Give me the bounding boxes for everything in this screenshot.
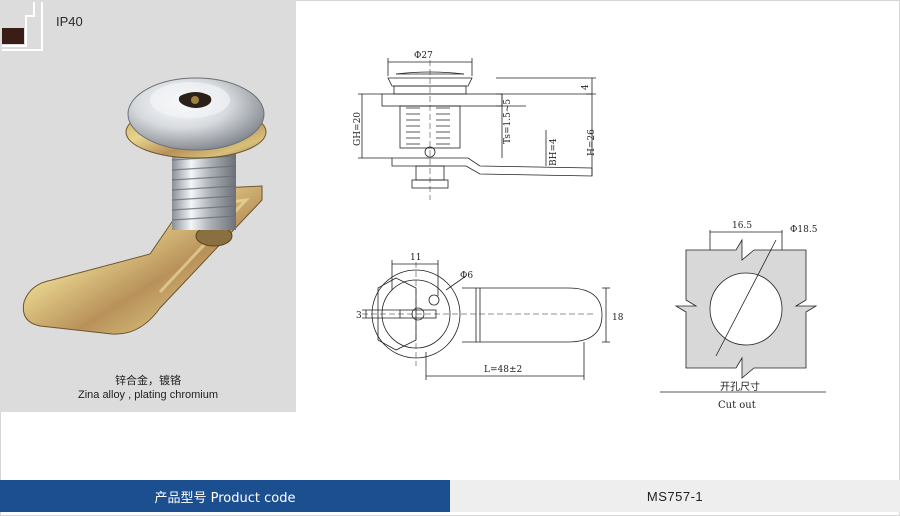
dim-cutout-width: 16.5 bbox=[732, 221, 752, 231]
material-cn: 锌合金，镀铬 bbox=[115, 374, 181, 387]
cutout-label-cn: 开孔尺寸 bbox=[720, 380, 760, 393]
side-view bbox=[358, 58, 596, 200]
photo-panel: IP40 bbox=[0, 0, 296, 412]
dim-3: 3 bbox=[356, 311, 362, 321]
ip-rating-label: IP40 bbox=[56, 14, 83, 29]
front-view bbox=[362, 260, 610, 380]
product-code-label-bar: 产品型号 Product code bbox=[0, 480, 450, 512]
dim-h: H=26 bbox=[587, 129, 597, 156]
dim-top-4: 4 bbox=[581, 84, 591, 90]
dim-bh: BH=4 bbox=[549, 138, 559, 166]
dim-diameter-27: Φ27 bbox=[414, 51, 433, 61]
dim-width-11: 11 bbox=[410, 253, 421, 263]
dim-cutout-diameter: Φ18.5 bbox=[790, 225, 818, 235]
product-code-value: MS757-1 bbox=[646, 488, 704, 504]
ip-rating-icon bbox=[2, 2, 43, 51]
cutout-view bbox=[660, 230, 826, 393]
dim-ts: Ts=1.5~5 bbox=[503, 99, 513, 144]
product-code-label: 产品型号 Product code bbox=[154, 490, 296, 506]
cutout-label-en: Cut out bbox=[718, 400, 756, 411]
product-photo bbox=[22, 77, 267, 335]
dim-height-18: 18 bbox=[612, 313, 624, 323]
product-code-value-bar: MS757-1 bbox=[450, 480, 900, 512]
dim-gh: GH=20 bbox=[353, 112, 363, 146]
technical-drawing: Φ27 4 GH=20 Ts=1.5~5 BH=4 H=26 11 Φ6 3 1… bbox=[353, 51, 826, 411]
dim-hole-6: Φ6 bbox=[460, 271, 473, 281]
dim-length: L=48±2 bbox=[484, 365, 522, 375]
material-en: Zina alloy , plating chromium bbox=[77, 389, 218, 401]
